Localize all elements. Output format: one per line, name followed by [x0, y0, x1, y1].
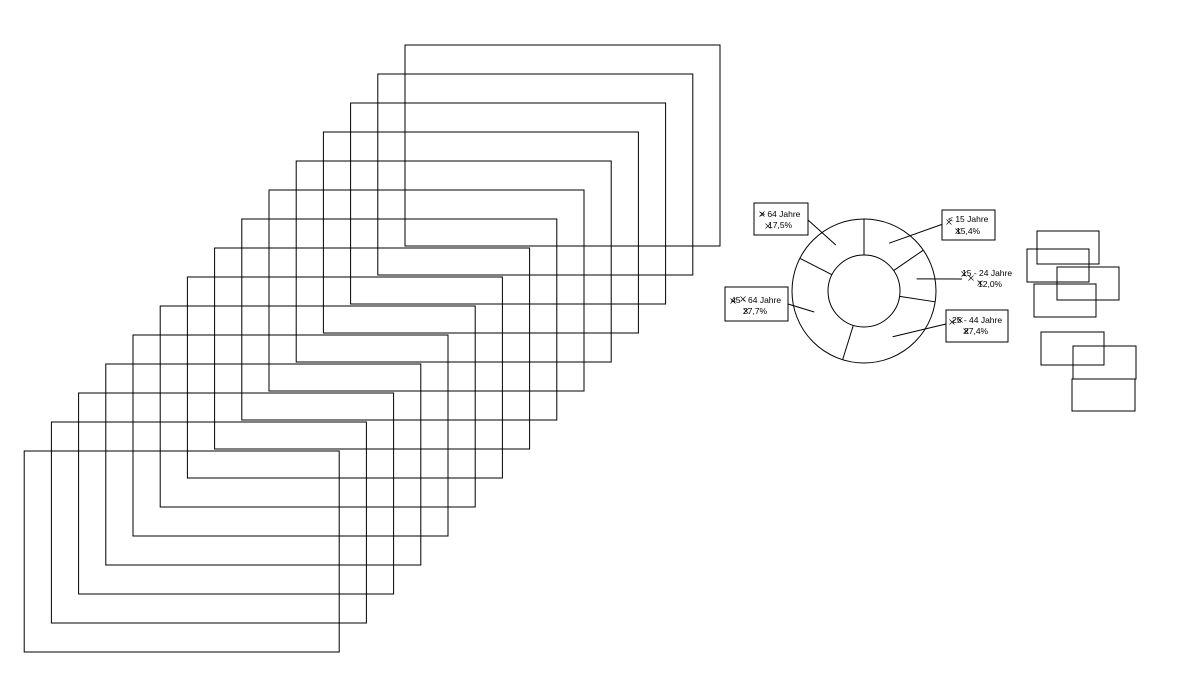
leader-line-3: [788, 304, 814, 312]
frame-9: [160, 306, 475, 507]
frame-6: [242, 219, 557, 420]
label-slice-2: 25 - 44 Jahre 27,4%: [946, 310, 1008, 342]
frame-7: [215, 248, 530, 449]
slice-value-3: 27,7%: [743, 306, 768, 316]
slice-divider-1: [894, 250, 924, 270]
frame-0: [405, 45, 720, 246]
frame-13: [51, 422, 366, 623]
label-slice-1: 15 - 24 Jahre 12,0%: [962, 268, 1012, 289]
label-slice-4: > 64 Jahre 17,5%: [754, 203, 808, 235]
slice-label-4: > 64 Jahre: [760, 209, 801, 219]
frame-11: [106, 364, 421, 565]
slice-value-2: 27,4%: [964, 326, 989, 336]
frame-2: [351, 103, 666, 304]
slice-label-3: 45 - 64 Jahre: [731, 295, 781, 305]
slice-divider-2: [900, 296, 936, 301]
donut-slices: [792, 219, 936, 363]
frame-4: [296, 161, 611, 362]
label-slice-0: < 15 Jahre 15,4%: [942, 210, 995, 240]
label-leaders: [788, 220, 962, 337]
slice-value-0: 15,4%: [956, 226, 981, 236]
small-rect-6: [1072, 379, 1135, 411]
small-rectangles: [1027, 231, 1136, 411]
frame-12: [79, 393, 394, 594]
donut-inner-ring: [828, 255, 900, 327]
slice-value-1: 12,0%: [978, 279, 1003, 289]
frame-1: [378, 74, 693, 275]
slice-label-0: < 15 Jahre: [948, 214, 989, 224]
slice-divider-3: [843, 325, 854, 359]
leader-line-2: [893, 324, 946, 337]
small-rect-0: [1037, 231, 1099, 264]
frame-5: [269, 190, 584, 391]
stacked-frames: [24, 45, 720, 652]
slice-value-4: 17,5%: [768, 220, 793, 230]
slice-labels: < 15 Jahre 15,4% 15 - 24 Jahre 12,0% 25 …: [725, 203, 1012, 342]
small-rect-1: [1027, 249, 1089, 282]
donut-chart: < 15 Jahre 15,4% 15 - 24 Jahre 12,0% 25 …: [725, 203, 1012, 363]
frame-8: [187, 277, 502, 478]
slice-divider-4: [800, 258, 832, 274]
label-slice-3: 45 - 64 Jahre 27,7%: [725, 287, 788, 321]
frame-14: [24, 451, 339, 652]
frame-3: [323, 132, 638, 333]
frame-10: [133, 335, 448, 536]
